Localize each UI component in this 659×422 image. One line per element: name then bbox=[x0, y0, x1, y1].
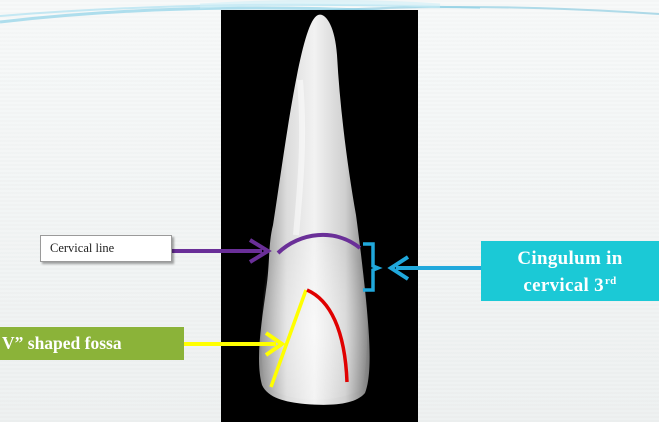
cingulum-label-line2: cervical 3rd bbox=[481, 270, 659, 297]
cingulum-bracket bbox=[363, 244, 378, 290]
fossa-label: V” shaped fossa bbox=[0, 327, 184, 360]
cingulum-label: Cingulum in cervical 3rd bbox=[481, 241, 659, 301]
cervical-line-label: Cervical line bbox=[40, 235, 172, 262]
cingulum-label-line1: Cingulum in bbox=[481, 247, 659, 270]
cingulum-label-line2-text: cervical 3 bbox=[523, 275, 604, 296]
fossa-label-text: V” shaped fossa bbox=[2, 333, 122, 354]
cingulum-label-superscript: rd bbox=[605, 275, 617, 287]
cervical-line-text: Cervical line bbox=[50, 241, 114, 256]
